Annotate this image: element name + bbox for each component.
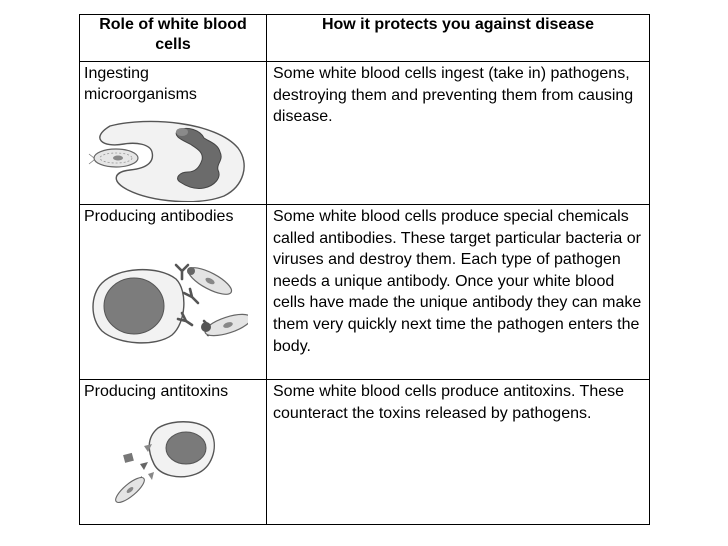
role-label: Producing antibodies	[84, 208, 234, 225]
description-cell: Some white blood cells produce antitoxin…	[266, 379, 650, 525]
description-text: Some white blood cells produce antitoxin…	[273, 383, 625, 422]
header-protection: How it protects you against disease	[266, 14, 650, 62]
white-blood-cells-table: Role of white blood cells How it protect…	[79, 14, 650, 525]
antibody-illustration	[92, 263, 248, 344]
role-cell: Ingesting microorganisms	[79, 61, 267, 205]
header-role: Role of white blood cells	[79, 14, 267, 62]
description-cell: Some white blood cells produce special c…	[266, 204, 650, 380]
role-label: Ingesting microorganisms	[84, 65, 197, 103]
antitoxin-illustration	[115, 421, 215, 503]
table-row: Ingesting microorganisms	[79, 61, 650, 205]
table-row: Producing antitoxins	[79, 379, 650, 525]
role-cell: Producing antitoxins	[79, 379, 267, 525]
table-header-row: Role of white blood cells How it protect…	[79, 14, 650, 62]
table-row: Producing antibodies	[79, 204, 650, 380]
description-text: Some white blood cells ingest (take in) …	[273, 65, 634, 126]
description-cell: Some white blood cells ingest (take in) …	[266, 61, 650, 205]
description-text: Some white blood cells produce special c…	[273, 208, 642, 355]
role-label: Producing antitoxins	[84, 383, 229, 400]
role-cell: Producing antibodies	[79, 204, 267, 380]
phagocyte-illustration	[88, 120, 245, 202]
